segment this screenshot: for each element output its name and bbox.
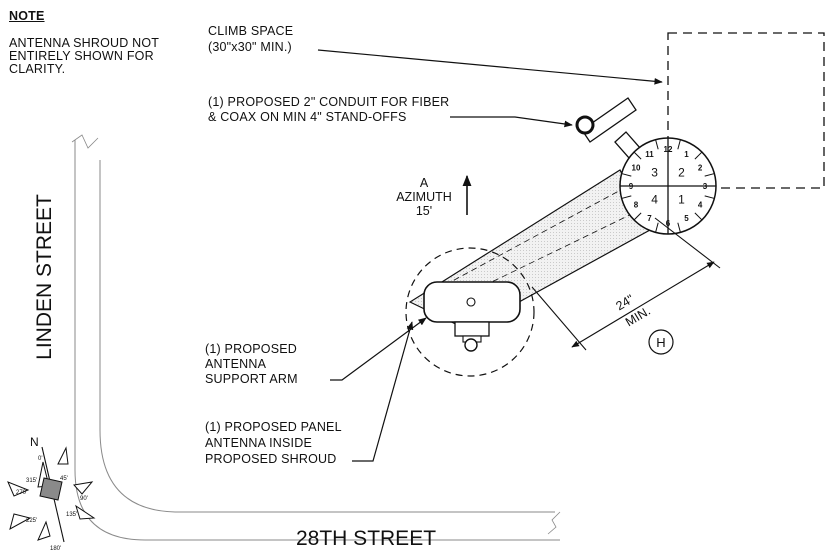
panel-antenna-label: PROPOSED SHROUD [205,452,337,466]
support-arm-label: (1) PROPOSED [205,342,297,356]
compass-bearing: 315' [26,478,37,484]
dimension-24-min [531,217,721,351]
note-line: CLARITY. [9,62,66,76]
pole-clock-position: 9 [629,182,634,191]
pole-clock-position: 7 [647,214,652,223]
azimuth-label: AZIMUTH [396,190,452,204]
pole-clock-position: 4 [698,201,703,210]
pole-tick [694,212,703,221]
pole-quadrant-number: 1 [678,192,685,206]
pole-tick [633,151,642,160]
pole-tick [655,222,659,233]
street-name-horizontal: 28TH STREET [296,527,437,550]
pole-clock-position: 2 [698,164,703,173]
compass-bearing: 45' [60,476,68,482]
support-arm-label: SUPPORT ARM [205,372,298,386]
pole-tick [704,173,715,177]
compass-bearing: 0' [38,456,42,462]
leader-lines [317,49,663,462]
pole-tick [621,173,632,177]
compass-bearing: 135' [66,512,77,518]
pole-tick [677,222,681,233]
azimuth-value: 15' [416,204,432,218]
street-curb-lines [71,134,561,541]
conduit-icon [575,115,595,135]
pole-tick [694,151,703,160]
pole-clock-position: 8 [634,201,639,210]
conduit-label: & COAX ON MIN 4" STAND-OFFS [208,110,407,124]
panel-antenna [423,281,521,352]
pole-clock-position: 5 [684,214,689,223]
note-line: ANTENNA SHROUD NOT [9,36,160,50]
compass-bearing: 180' [50,546,61,552]
note-heading: NOTE [9,9,45,23]
pole-clock-position: 6 [666,219,671,228]
pole-clock-position: 12 [664,145,673,154]
compass-bearing: 90' [80,496,88,502]
pole-quadrant-number: 3 [651,166,658,180]
pole-quadrant-number: 4 [651,192,658,206]
compass-rose: N 0' 45' 90' 135' 180' 225' 270' 315' [7,435,96,552]
pole-tick [677,139,681,150]
compass-north: N [30,435,39,449]
pole-tick [633,212,642,221]
support-arm-label: ANTENNA [205,357,267,371]
panel-antenna-label: ANTENNA INSIDE [205,436,312,450]
pole-clock-position: 1 [684,150,689,159]
note-line: ENTIRELY SHOWN FOR [9,49,154,63]
compass-bearing: 225' [26,518,37,524]
conduit-label: (1) PROPOSED 2" CONDUIT FOR FIBER [208,95,450,109]
panel-antenna-label: (1) PROPOSED PANEL [205,420,342,434]
antenna-shroud-outline [405,247,535,377]
climb-space-box [667,32,825,189]
pole-quadrant-number: 2 [678,166,685,180]
pole-clock-position: 11 [645,150,654,159]
detail-tag-label: H [656,335,665,350]
climb-space-label: CLIMB SPACE [208,24,294,38]
pole-clock-position: 10 [632,164,641,173]
azimuth-sector: A [420,176,429,190]
detail-tag-circle [648,329,674,355]
climb-space-label: (30"x30" MIN.) [208,40,292,54]
pole-tick [621,195,632,199]
pole-clock-position: 3 [703,182,708,191]
pole-tick [655,139,659,150]
pole-tick [704,195,715,199]
street-name-vertical: LINDEN STREET [33,194,56,360]
compass-bearing: 270' [16,490,27,496]
